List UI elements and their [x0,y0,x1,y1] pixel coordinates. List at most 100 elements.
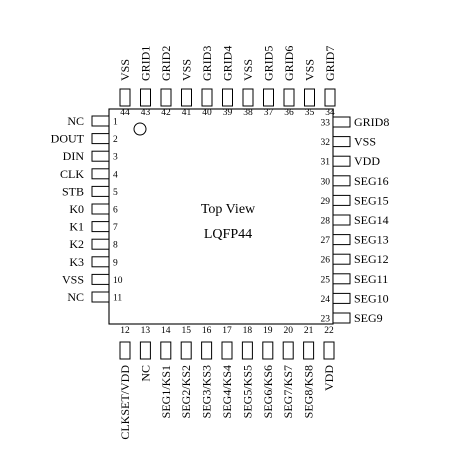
pin-box-top [304,88,315,107]
pin-number-bottom: 16 [202,326,212,336]
pin-name-left: DIN [63,149,85,163]
pin-number-right: 23 [321,315,331,325]
pin-name-top: GRID1 [139,46,153,81]
pin-box-left [91,185,110,197]
pin-box-bottom [262,341,274,360]
pin-number-top: 35 [305,108,315,118]
pin-number-top: 39 [223,108,233,118]
pin-number-right: 32 [321,138,331,148]
pin-box-top [181,88,192,107]
pin-name-bottom: SEG5/KS5 [240,365,254,418]
pin-number-left: 6 [113,206,118,216]
pin-box-right [332,116,351,128]
pin-number-left: 7 [113,223,118,233]
pin-name-top: GRID5 [262,46,276,81]
pin-name-right: SEG9 [354,311,383,325]
pin-box-bottom [180,341,192,360]
pin-box-right [332,194,351,206]
pin-box-right [332,175,351,187]
pin-number-top: 34 [325,108,335,118]
pin-box-bottom [139,341,151,360]
pin-number-bottom: 21 [304,326,314,336]
pin-number-top: 37 [264,108,274,118]
pin-number-left: 2 [113,135,118,145]
pin-box-top [119,88,131,107]
view-label: Top View [201,202,256,217]
pin-box-top [324,88,336,107]
pin-box-right [332,214,351,226]
pin-box-right [332,292,351,304]
pin-box-bottom [221,341,233,360]
pin-number-right: 25 [321,275,331,285]
pin-number-bottom: 20 [283,326,293,336]
pin-name-left: K3 [69,255,84,269]
pin-name-left: K2 [69,237,84,251]
pin-name-top: VSS [241,59,255,81]
pin-number-left: 10 [113,276,123,286]
pin-number-bottom: 22 [324,326,334,336]
pin-name-top: GRID2 [159,46,173,81]
pin-number-left: 11 [113,294,122,304]
pin-number-left: 9 [113,258,118,268]
pin-name-right: VSS [354,135,376,149]
pin-name-right: SEG15 [354,193,389,207]
pin-box-right [332,155,351,167]
pin-name-bottom: SEG6/KS6 [261,365,275,418]
pin-name-left: K1 [69,220,84,234]
pin-box-bottom [241,341,253,360]
pin-box-left [91,203,110,215]
pin-box-top [263,88,274,107]
pin-number-left: 4 [113,170,118,180]
pin-number-right: 24 [321,295,331,305]
pin-name-bottom: NC [138,365,152,382]
pin-box-left [91,291,110,303]
pin-number-bottom: 12 [120,326,130,336]
pin-box-left [91,238,110,250]
pin-name-bottom: SEG8/KS8 [302,365,316,418]
pin-number-right: 31 [321,158,331,168]
pin-number-left: 8 [113,241,118,251]
pin-box-left [91,273,110,285]
pin-box-left [91,256,110,268]
pin-box-top [160,88,172,107]
pin-name-left: K0 [69,202,84,216]
pin-name-right: SEG11 [354,272,388,286]
pin-number-right: 33 [321,119,331,129]
pin-name-top: VSS [180,59,194,81]
pin-name-top: GRID6 [282,46,296,81]
pin1-marker [133,122,147,136]
pin-name-left: DOUT [51,132,85,146]
pin-name-top: GRID4 [221,46,235,81]
pin-number-top: 42 [161,108,171,118]
pin-number-bottom: 17 [222,326,232,336]
pin-name-left: NC [67,290,84,304]
pin-name-right: SEG14 [354,213,389,227]
pin-name-left: NC [67,114,84,128]
pin-box-top [222,88,233,107]
pin-box-top [201,88,213,107]
pin-box-left [91,115,110,127]
pin-number-bottom: 13 [141,326,151,336]
pin-name-bottom: SEG4/KS4 [220,365,234,418]
pin-name-left: VSS [62,272,84,286]
pin-name-top: GRID7 [323,46,337,81]
pin-box-right [332,234,351,246]
pin-number-bottom: 18 [243,326,253,336]
pin-number-right: 29 [321,197,331,207]
pin-number-top: 40 [202,108,212,118]
pin-name-bottom: VDD [322,365,336,391]
pin-number-right: 28 [321,217,331,227]
pin-box-top [283,88,295,107]
pin-number-left: 3 [113,153,118,163]
pin-number-top: 44 [120,108,130,118]
pin-box-top [140,88,151,107]
pin-number-bottom: 14 [161,326,171,336]
pin-box-left [91,150,110,162]
pin-number-top: 36 [284,108,294,118]
pin-name-right: SEG10 [354,291,389,305]
pin-number-left: 1 [113,118,118,128]
chip-body [108,108,334,325]
pin-name-right: SEG16 [354,174,389,188]
pin-name-bottom: SEG3/KS3 [200,365,214,418]
pin-number-right: 26 [321,256,331,266]
